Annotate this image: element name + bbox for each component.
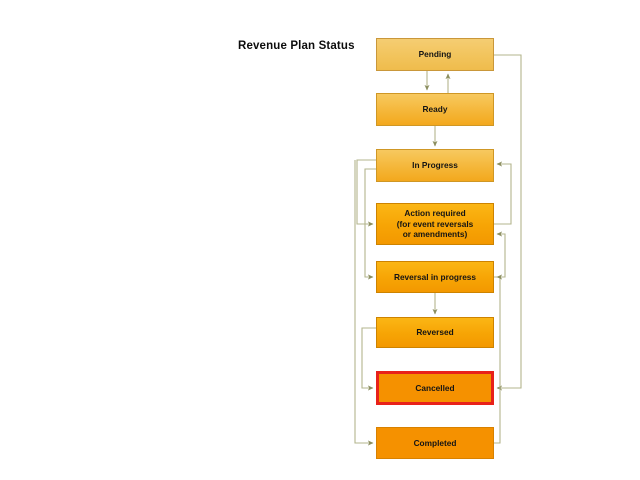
node-label-reversed: Reversed	[416, 327, 454, 338]
edge-reversed-to-cancelled	[361, 327, 376, 391]
edge-reversed-to-completed	[354, 160, 374, 446]
node-label-inprogress: In Progress	[412, 160, 458, 171]
node-inprogress[interactable]: In Progress	[376, 149, 494, 182]
node-label-completed: Completed	[413, 437, 457, 448]
node-label-pending: Pending	[418, 49, 452, 60]
edge-reversal-to-action	[494, 231, 506, 278]
node-label-ready: Ready	[422, 104, 448, 115]
node-completed[interactable]: Completed	[376, 427, 494, 459]
edge-completed-to-reversal	[494, 274, 503, 444]
page-title: Revenue Plan Status	[238, 40, 355, 52]
node-reversed[interactable]: Reversed	[376, 317, 494, 348]
node-cancelled[interactable]: Cancelled	[376, 371, 494, 405]
node-reversal[interactable]: Reversal in progress	[376, 261, 494, 293]
node-label-cancelled: Cancelled	[415, 382, 455, 393]
node-pending[interactable]: Pending	[376, 38, 494, 71]
edge-inprogress-to-action	[356, 159, 376, 227]
node-ready[interactable]: Ready	[376, 93, 494, 126]
edge-action-to-inprogress	[494, 161, 512, 225]
edge-pending-to-cancelled	[494, 54, 522, 391]
node-label-action: Action required (for event reversals or …	[396, 207, 474, 240]
node-action[interactable]: Action required (for event reversals or …	[376, 203, 494, 245]
edge-inprogress-to-reversal	[364, 168, 376, 280]
node-label-reversal: Reversal in progress	[393, 271, 477, 282]
